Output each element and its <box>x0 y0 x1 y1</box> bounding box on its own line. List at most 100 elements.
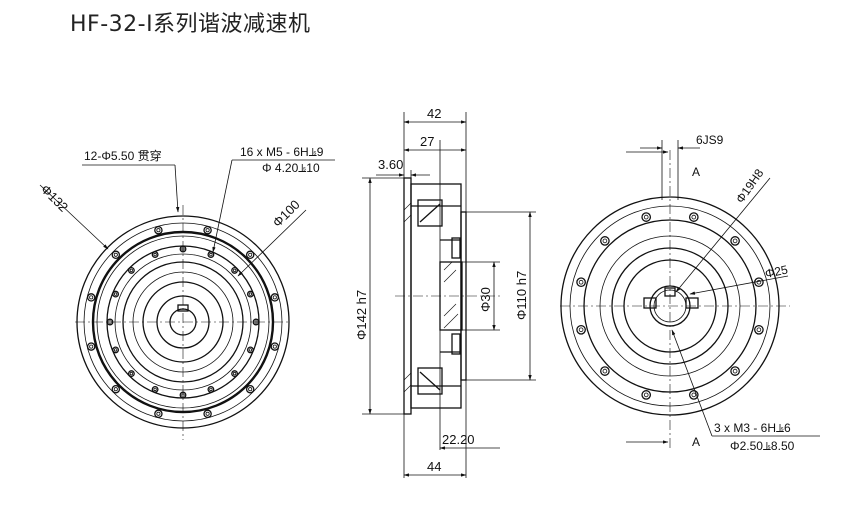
mounting-hole-inner <box>732 368 738 374</box>
mounting-hole <box>730 236 740 246</box>
threaded-hole-inner <box>232 371 237 376</box>
threaded-hole-inner <box>153 387 157 392</box>
through-hole <box>270 342 280 351</box>
side-view: 42 27 3.60 22.20 44 Φ142 h7 Φ110 h7 Φ30 <box>354 106 536 478</box>
threaded-hole <box>112 346 120 354</box>
threaded-hole-inner <box>181 393 185 397</box>
through-hole-inner <box>272 344 277 349</box>
mounting-hole-inner <box>756 327 762 333</box>
dim-hub: Φ25 <box>764 262 790 281</box>
through-hole <box>270 293 280 302</box>
threaded-hole-inner <box>209 387 213 392</box>
dim-width-2220: 22.20 <box>442 432 475 447</box>
dim-dia-30: Φ30 <box>478 287 493 312</box>
mounting-hole-inner <box>578 279 584 285</box>
front-thread-callout-2: Φ 4.20⫡10 <box>262 161 320 175</box>
mounting-hole-inner <box>578 327 584 333</box>
through-hole-inner <box>113 387 118 392</box>
mounting-hole-inner <box>756 279 762 285</box>
mounting-hole-inner <box>643 214 649 220</box>
threaded-hole <box>106 318 114 326</box>
drawing-title: HF-32-I系列谐波减速机 <box>70 12 311 37</box>
mounting-hole <box>641 390 652 400</box>
through-hole-inner <box>156 411 161 416</box>
through-hole <box>203 225 212 235</box>
through-hole <box>154 409 163 419</box>
dim-keyway: 6JS9 <box>696 133 724 147</box>
mounting-hole <box>576 277 586 288</box>
through-hole <box>245 250 255 260</box>
threaded-hole <box>127 266 135 274</box>
through-hole <box>154 225 163 235</box>
through-hole-inner <box>156 228 161 233</box>
section-mark-bottom: A <box>692 435 700 449</box>
rear-thread-callout-2: Φ2.50⫡8.50 <box>730 439 795 453</box>
front-threaded-holes <box>106 245 260 399</box>
front-pcd-dia: Φ100 <box>270 197 303 230</box>
through-hole <box>111 384 121 394</box>
through-hole-inner <box>248 252 253 257</box>
rear-thread-callout-1: 3 x M3 - 6H⫡6 <box>714 421 791 435</box>
threaded-hole-inner <box>254 320 258 324</box>
through-hole <box>245 384 255 394</box>
threaded-hole-inner <box>153 252 157 257</box>
through-hole <box>203 409 212 419</box>
through-hole-inner <box>89 344 94 349</box>
threaded-hole <box>151 251 159 259</box>
mounting-hole <box>754 324 764 335</box>
mounting-hole <box>576 324 586 335</box>
front-thread-callout-1: 16 x M5 - 6H⫡9 <box>240 145 324 159</box>
rear-mounting-holes <box>576 212 764 400</box>
threaded-hole-inner <box>113 292 118 296</box>
mounting-hole <box>730 366 740 376</box>
dim-width-44: 44 <box>427 459 441 474</box>
through-hole-inner <box>248 387 253 392</box>
section-mark-top: A <box>692 165 700 179</box>
mounting-hole <box>600 236 610 246</box>
mounting-hole-inner <box>691 392 697 398</box>
threaded-hole <box>151 385 159 393</box>
mounting-hole-inner <box>732 238 738 244</box>
threaded-hole-inner <box>209 252 213 257</box>
mounting-hole <box>688 212 699 222</box>
threaded-hole <box>127 370 135 378</box>
threaded-hole <box>231 266 239 274</box>
mounting-hole-inner <box>602 238 608 244</box>
threaded-hole <box>112 290 120 298</box>
threaded-hole <box>207 251 215 259</box>
through-hole-inner <box>113 252 118 257</box>
mounting-hole-inner <box>691 214 697 220</box>
section-hatching <box>403 202 459 393</box>
through-hole <box>111 250 121 260</box>
threaded-hole-inner <box>248 292 253 296</box>
threaded-hole <box>231 370 239 378</box>
mounting-hole-inner <box>602 368 608 374</box>
threaded-hole-inner <box>129 268 134 273</box>
threaded-hole <box>179 245 187 253</box>
dim-width-27: 27 <box>420 134 434 149</box>
front-through-holes <box>86 225 280 419</box>
threaded-hole-inner <box>108 320 112 324</box>
mounting-hole-inner <box>643 392 649 398</box>
threaded-hole-inner <box>232 268 237 273</box>
rear-view: A A 6JS9 Φ19H8 Φ25 3 x M3 - 6H⫡6 Φ2.50⫡8… <box>560 133 820 453</box>
front-hole-callout: 12-Φ5.50 贯穿 <box>84 148 162 163</box>
through-hole <box>86 293 96 302</box>
dim-flange-thk: 3.60 <box>378 157 403 172</box>
through-hole-inner <box>205 228 210 233</box>
mounting-hole <box>688 390 699 400</box>
through-hole-inner <box>89 295 94 300</box>
threaded-hole <box>246 346 254 354</box>
threaded-hole-inner <box>181 247 185 251</box>
through-hole <box>86 342 96 351</box>
threaded-hole-inner <box>248 348 253 352</box>
mounting-hole <box>600 366 610 376</box>
threaded-hole <box>179 391 187 399</box>
dim-dia-142: Φ142 h7 <box>354 290 369 340</box>
threaded-hole <box>252 318 260 326</box>
dim-width-42: 42 <box>427 106 441 121</box>
dim-bore: Φ19H8 <box>733 166 767 206</box>
threaded-hole-inner <box>129 371 134 376</box>
mounting-hole <box>641 212 652 222</box>
